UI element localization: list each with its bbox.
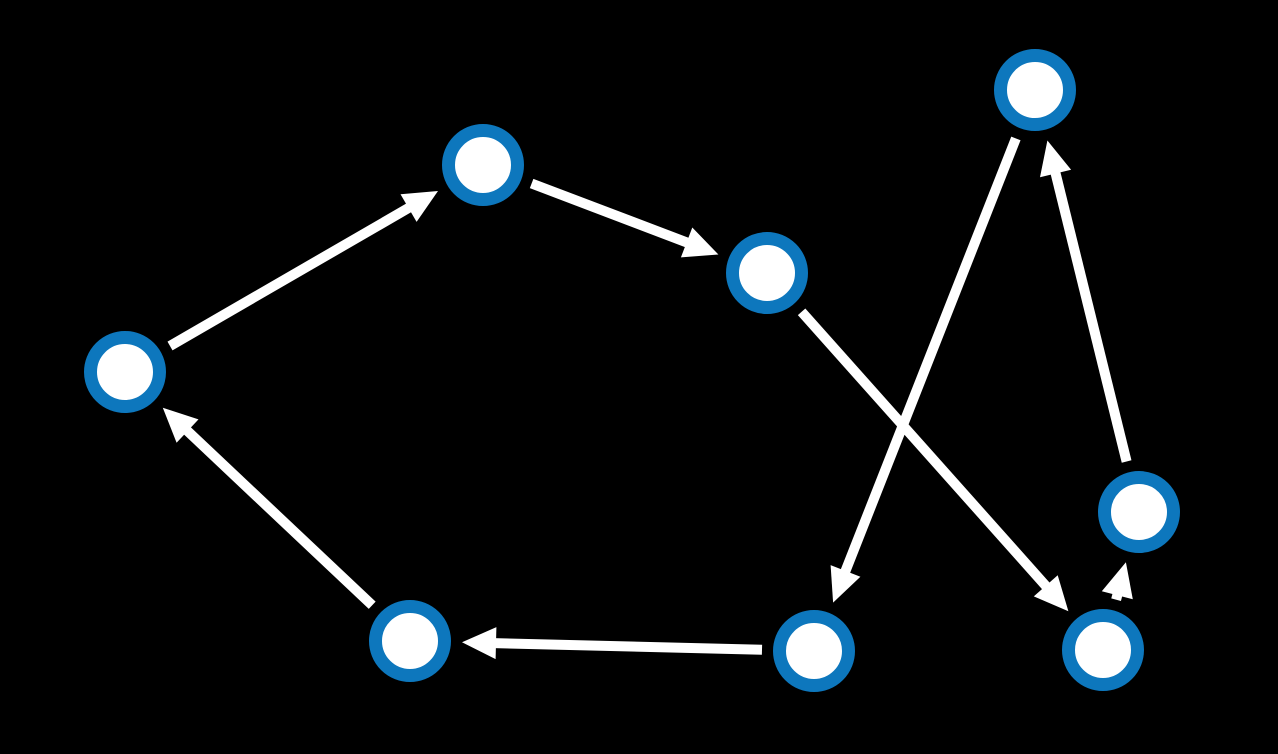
graph-node-upper-left: [442, 124, 524, 206]
graph-node-bottom-right: [1062, 609, 1144, 691]
arrowhead-bottom-right-to-right: [1101, 562, 1133, 600]
arrowhead-center-to-bottom-right: [1033, 575, 1069, 612]
edge-top-right-to-bottom-center: [838, 136, 1021, 580]
edge-bottom-center-to-bottom-left: [489, 638, 763, 655]
edge-right-to-top-right: [1049, 165, 1132, 463]
graph-node-top-right: [994, 49, 1076, 131]
graph-node-bottom-left: [369, 600, 451, 682]
arrowhead-bottom-center-to-bottom-left: [462, 627, 497, 660]
graph-node-bottom-center: [773, 610, 855, 692]
arrowhead-right-to-top-right: [1040, 140, 1072, 178]
edge-center-to-bottom-right: [797, 308, 1055, 595]
arrowhead-bottom-left-to-left: [162, 407, 199, 443]
edge-left-to-upper-left: [167, 200, 417, 351]
arrowhead-top-right-to-bottom-center: [830, 565, 861, 603]
graph-node-left: [84, 331, 166, 413]
edge-bottom-left-to-left: [179, 422, 376, 609]
edge-upper-left-to-center: [529, 178, 695, 250]
arrowhead-left-to-upper-left: [400, 191, 438, 222]
graph-node-right: [1098, 471, 1180, 553]
arrowhead-upper-left-to-center: [680, 227, 719, 258]
graph-node-center: [726, 232, 808, 314]
